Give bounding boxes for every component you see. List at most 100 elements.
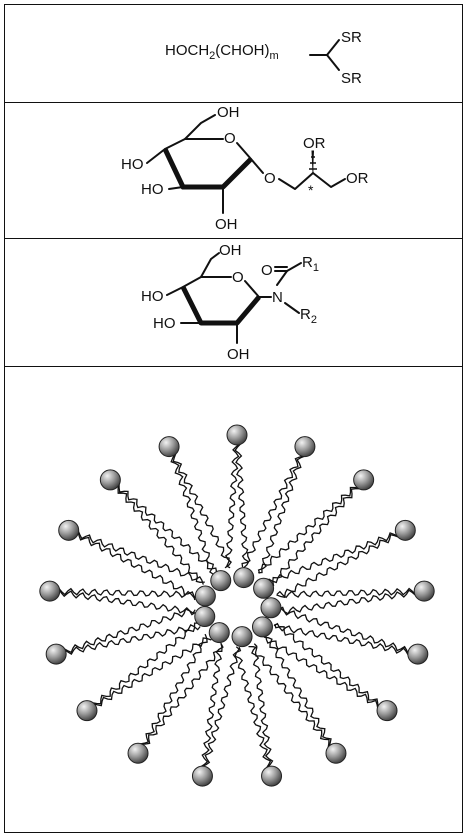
inner-headgroup: [233, 567, 255, 589]
bond-s-bottom: [326, 54, 340, 71]
ring-oxygen-label: O: [224, 130, 236, 147]
lipid-tail: [68, 529, 204, 585]
outer-headgroup: [191, 765, 213, 787]
ho-left-label: HO: [141, 288, 164, 305]
headgroups: [39, 424, 435, 787]
ho-left-label: HO: [121, 156, 144, 173]
lipid-tail: [137, 642, 223, 754]
oh-bottom-label: OH: [227, 346, 250, 363]
outer-headgroup: [294, 436, 316, 458]
lipid-tail: [49, 587, 198, 599]
ring-o-bond: [236, 142, 252, 160]
lipid-tail: [201, 646, 242, 777]
glycerol-bonds-2: [312, 172, 346, 188]
glycosyl-glycerol-structure: O OH HO HO OH O OR *: [121, 104, 369, 233]
lipid-tail: [251, 643, 276, 777]
lipid-tail: [55, 624, 201, 658]
outer-headgroup: [76, 700, 98, 722]
outer-headgroup: [394, 519, 416, 541]
inner-headgroup: [231, 626, 253, 648]
outer-headgroup: [226, 424, 248, 446]
carbonyl-oxygen-label: O: [261, 262, 273, 279]
dithioacetal-structure: HOCH2(CHOH)m SR SR: [165, 29, 362, 87]
ch2oh-bond: [200, 252, 220, 278]
lipid-tail: [49, 588, 196, 616]
outer-headgroup: [158, 436, 180, 458]
sr-top-label: SR: [341, 29, 362, 46]
n-r2-bond: [284, 302, 300, 314]
oh-bottom-label: OH: [215, 216, 238, 233]
lipid-tail: [86, 622, 199, 712]
lipid-tail: [166, 446, 215, 575]
link-oxygen-label: O: [264, 170, 276, 187]
inner-headgroup: [260, 597, 282, 619]
glycosylamide-structure: O OH HO HO OH N O R1 R2: [141, 242, 319, 363]
lipid-tail: [248, 645, 338, 754]
outer-headgroup: [58, 519, 80, 541]
lipid-tail: [263, 636, 338, 754]
figure-frame: HOCH2(CHOH)m SR SR O OH HO HO: [4, 4, 463, 833]
lipid-tail: [276, 528, 406, 598]
outer-headgroup: [353, 469, 375, 491]
panel-glycosyl-glycerol: O OH HO HO OH O OR *: [5, 103, 462, 239]
ho-left-bond: [166, 286, 184, 296]
outer-headgroup: [413, 580, 435, 602]
or-right-label: OR: [346, 170, 369, 187]
ring-oxygen-label: O: [232, 269, 244, 286]
stereo-asterisk: *: [308, 182, 314, 198]
inner-headgroup: [210, 570, 232, 592]
ho-mid-label: HO: [153, 315, 176, 332]
ring-back-bonds: [182, 276, 232, 288]
ring-back-bonds: [164, 138, 224, 150]
lipid-tail: [273, 622, 419, 657]
outer-headgroup: [127, 742, 149, 764]
ho-mid-bond: [168, 186, 184, 190]
outer-headgroup: [39, 580, 61, 602]
r2-label: R2: [300, 306, 317, 326]
ho-left-bond: [146, 148, 166, 164]
lipid-tail: [268, 527, 406, 584]
micelle-diagram: [39, 424, 435, 787]
oh-top-label: OH: [217, 104, 240, 121]
lipid-tail: [276, 587, 425, 599]
lipid-tail: [224, 434, 241, 569]
lipid-tail: [278, 587, 425, 615]
anomeric-bond: [250, 158, 264, 174]
inner-headgroup: [251, 616, 273, 638]
lipid-tail: [199, 643, 224, 777]
or-top-label: OR: [303, 135, 326, 152]
inner-headgroup: [253, 577, 275, 599]
outer-headgroup: [407, 643, 429, 665]
sr-bottom-label: SR: [341, 70, 362, 87]
panel-micelle: [5, 367, 462, 834]
lipid-tail: [86, 637, 212, 713]
lipid-tail: [166, 446, 231, 569]
outer-headgroup: [261, 765, 283, 787]
c-r1-bond: [286, 262, 302, 272]
lipid-tail: [233, 434, 250, 569]
r1-label: R1: [302, 254, 319, 274]
outer-headgroup: [45, 643, 67, 665]
panel-dithioacetal: HOCH2(CHOH)m SR SR: [5, 5, 462, 103]
outer-headgroup: [376, 700, 398, 722]
outer-headgroup: [325, 742, 347, 764]
nitrogen-label: N: [272, 289, 283, 306]
lipid-tail: [265, 634, 388, 711]
lipid-tail: [241, 445, 306, 568]
lipid-tail: [55, 608, 196, 657]
lipid-tail: [278, 606, 419, 656]
glycerol-bonds-1: [278, 172, 314, 190]
oh-top-label: OH: [219, 242, 242, 259]
outer-headgroup: [99, 469, 121, 491]
lipid-tail: [272, 479, 364, 587]
bond-s-top: [326, 39, 340, 56]
formula-text: HOCH2(CHOH)m: [165, 42, 279, 62]
lipid-tail: [109, 479, 218, 572]
ring-front-bonds: [162, 147, 253, 190]
ring-front-bonds: [180, 285, 261, 326]
lipid-tail: [109, 479, 205, 583]
lipid-tail: [258, 478, 364, 574]
lipid-tail: [274, 623, 388, 711]
lipid-tail: [68, 530, 196, 601]
n-carbonyl-bond: [276, 270, 288, 286]
